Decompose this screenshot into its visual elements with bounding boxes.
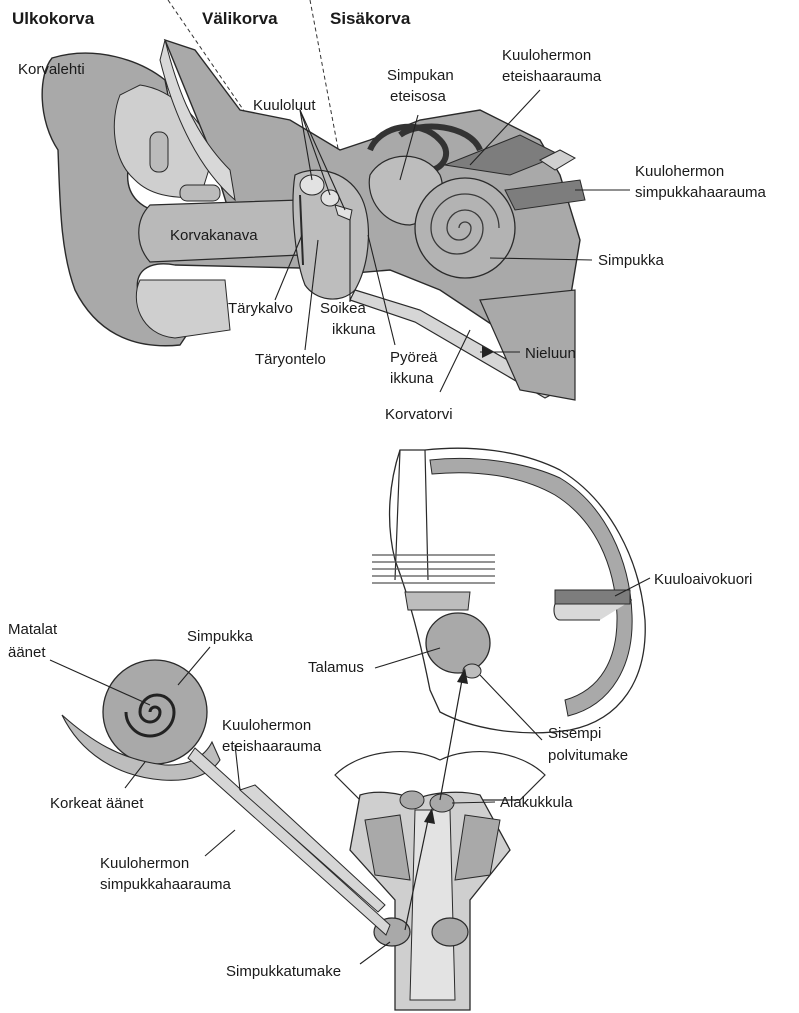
leader-cochlear-bottom	[205, 830, 235, 856]
inferior-colliculus-shape	[430, 794, 454, 812]
label-eardrum: Tärykalvo	[228, 300, 293, 317]
label-low-sounds-1: Matalat	[8, 621, 58, 638]
header-outer-ear: Ulkokorva	[12, 9, 95, 28]
label-cochlea-vestibule-2: eteisosa	[390, 88, 447, 105]
colliculus-left	[400, 791, 424, 809]
label-medial-geniculate-2: polvitumake	[548, 747, 628, 764]
label-medial-geniculate-1: Sisempi	[548, 725, 601, 742]
label-cochlear-branch-1: Kuulohermon	[635, 163, 724, 180]
ventricle	[405, 592, 470, 610]
ear-cross-section: Ulkokorva Välikorva Sisäkorva Korvalehti…	[12, 0, 767, 423]
label-cochlear-nucleus: Simpukkatumake	[226, 963, 341, 980]
label-cochlea-bottom: Simpukka	[187, 628, 254, 645]
thalamus-shape	[426, 613, 490, 673]
label-cochlear-bottom-1: Kuulohermon	[100, 855, 189, 872]
label-cochlea: Simpukka	[598, 252, 665, 269]
label-ear-canal: Korvakanava	[170, 227, 258, 244]
auditory-cortex-region	[555, 590, 630, 604]
label-high-sounds: Korkeat äänet	[50, 795, 144, 812]
label-round-window-2: ikkuna	[390, 370, 434, 387]
cochlear-nucleus-right	[432, 918, 468, 946]
label-auditory-cortex: Kuuloaivokuori	[654, 571, 752, 588]
label-cochlear-bottom-2: simpukkahaarauma	[100, 876, 232, 893]
label-inferior-colliculus: Alakukkula	[500, 794, 573, 811]
label-eustachian-tube: Korvatorvi	[385, 406, 453, 423]
label-round-window-1: Pyöreä	[390, 349, 438, 366]
ossicle-incus	[321, 190, 339, 206]
label-vestibular-branch-1: Kuulohermon	[502, 47, 591, 64]
label-vestibular-bottom-2: eteishaarauma	[222, 738, 322, 755]
label-vestibular-bottom-1: Kuulohermon	[222, 717, 311, 734]
header-middle-ear: Välikorva	[202, 9, 278, 28]
label-pinna: Korvalehti	[18, 61, 85, 78]
leader-cochlear-nucleus	[360, 942, 390, 964]
brainstem-center	[410, 810, 455, 1000]
label-to-pharynx: Nieluun	[525, 345, 576, 362]
header-inner-ear: Sisäkorva	[330, 9, 411, 28]
label-oval-window-2: ikkuna	[332, 321, 376, 338]
cochlea-bottom-shell	[103, 660, 207, 764]
label-ossicles: Kuuloluut	[253, 97, 316, 114]
label-vestibular-branch-2: eteishaarauma	[502, 68, 602, 85]
pinna-inner-fold	[150, 132, 168, 172]
label-cochlea-vestibule-1: Simpukan	[387, 67, 454, 84]
label-low-sounds-2: äänet	[8, 644, 46, 661]
cochlea-shell	[415, 178, 515, 278]
pinna-inner-fold-2	[180, 185, 220, 201]
label-tympanic-cavity: Täryontelo	[255, 351, 326, 368]
label-oval-window-1: Soikea	[320, 300, 367, 317]
label-thalamus: Talamus	[308, 659, 364, 676]
label-cochlear-branch-2: simpukkahaarauma	[635, 184, 767, 201]
auditory-pathway: Kuuloaivokuori Matalat äänet Simpukka Ta…	[8, 448, 752, 1010]
